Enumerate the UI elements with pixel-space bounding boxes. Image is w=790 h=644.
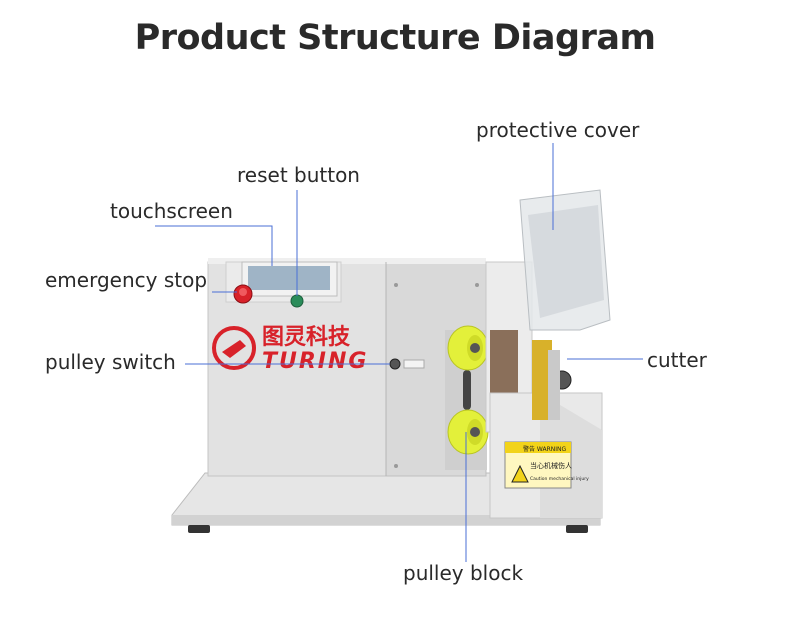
leader-lines (155, 143, 643, 562)
leader-touchscreen (155, 225, 273, 266)
foot-right (566, 525, 588, 533)
base-front-edge (172, 515, 600, 525)
page-title: Product Structure Diagram (134, 18, 656, 58)
drive-belt (490, 330, 518, 400)
logo-mark (212, 326, 256, 370)
label-protective-cover: protective cover (476, 118, 640, 142)
label-touchscreen: touchscreen (110, 199, 233, 223)
reset-button-device (290, 294, 304, 308)
upper-pulley (447, 325, 489, 371)
touchscreen-display (248, 266, 330, 290)
label-emergency-stop: emergency stop (45, 268, 208, 292)
label-reset-button: reset button (237, 163, 360, 187)
cutter-blade (532, 340, 552, 420)
warning-subtext: Caution mechanical injury (530, 476, 589, 482)
warning-text: 当心机械伤人 (530, 461, 572, 470)
housing-top-edge (208, 258, 486, 264)
label-pulley-block: pulley block (403, 561, 524, 585)
label-cutter: cutter (647, 348, 707, 372)
label-pulley-switch: pulley switch (45, 350, 176, 374)
foot-left (188, 525, 210, 533)
warning-title: 警告 WARNING (523, 445, 567, 453)
brand-english: TURING (262, 349, 368, 374)
pulley-switch-knob (389, 358, 401, 370)
lower-pulley (447, 409, 489, 455)
brand-chinese: 图灵科技 (262, 325, 351, 350)
